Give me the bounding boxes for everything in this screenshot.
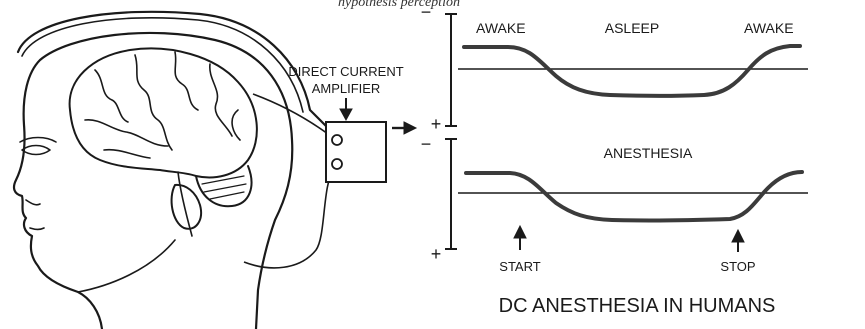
sleep-polarity-negative: − (421, 2, 432, 22)
start-marker-arrow (514, 226, 526, 250)
sleep-label-awake-right: AWAKE (744, 20, 794, 36)
sleep-polarity-positive: + (431, 114, 442, 134)
sleep-label-awake-left: AWAKE (476, 20, 526, 36)
stop-marker-arrow (732, 230, 744, 252)
anesthesia-label: ANESTHESIA (604, 145, 693, 161)
amplifier-jack-bottom (332, 159, 342, 169)
dc-amplifier (326, 122, 386, 182)
top-caption-fragment: hypothesis perception (338, 0, 460, 10)
amplifier-label-line2: AMPLIFIER (312, 81, 381, 96)
anesthesia-polarity-negative: − (421, 134, 432, 154)
sleep-trace-panel: − + AWAKE ASLEEP AWAKE (421, 2, 808, 134)
output-arrow (392, 122, 416, 134)
brain (70, 48, 257, 236)
anesthesia-axis-bracket (445, 139, 457, 249)
anesthesia-trace-panel: − + ANESTHESIA START STOP (421, 134, 808, 274)
cerebellum (196, 166, 251, 206)
anesthesia-polarity-positive: + (431, 244, 442, 264)
sleep-axis-bracket (445, 14, 457, 126)
sleep-label-asleep: ASLEEP (605, 20, 659, 36)
ear (172, 185, 201, 229)
amplifier-label-line1: DIRECT CURRENT (288, 64, 403, 79)
amplifier-label-arrow (340, 98, 352, 120)
eye (22, 146, 50, 155)
sleep-trace-line (464, 46, 800, 96)
figure-title: DC ANESTHESIA IN HUMANS (499, 295, 776, 317)
amplifier-jack-top (332, 135, 342, 145)
start-label: START (499, 259, 540, 274)
anesthesia-trace-line (466, 172, 802, 220)
brain-outline (70, 48, 257, 177)
stop-label: STOP (720, 259, 755, 274)
